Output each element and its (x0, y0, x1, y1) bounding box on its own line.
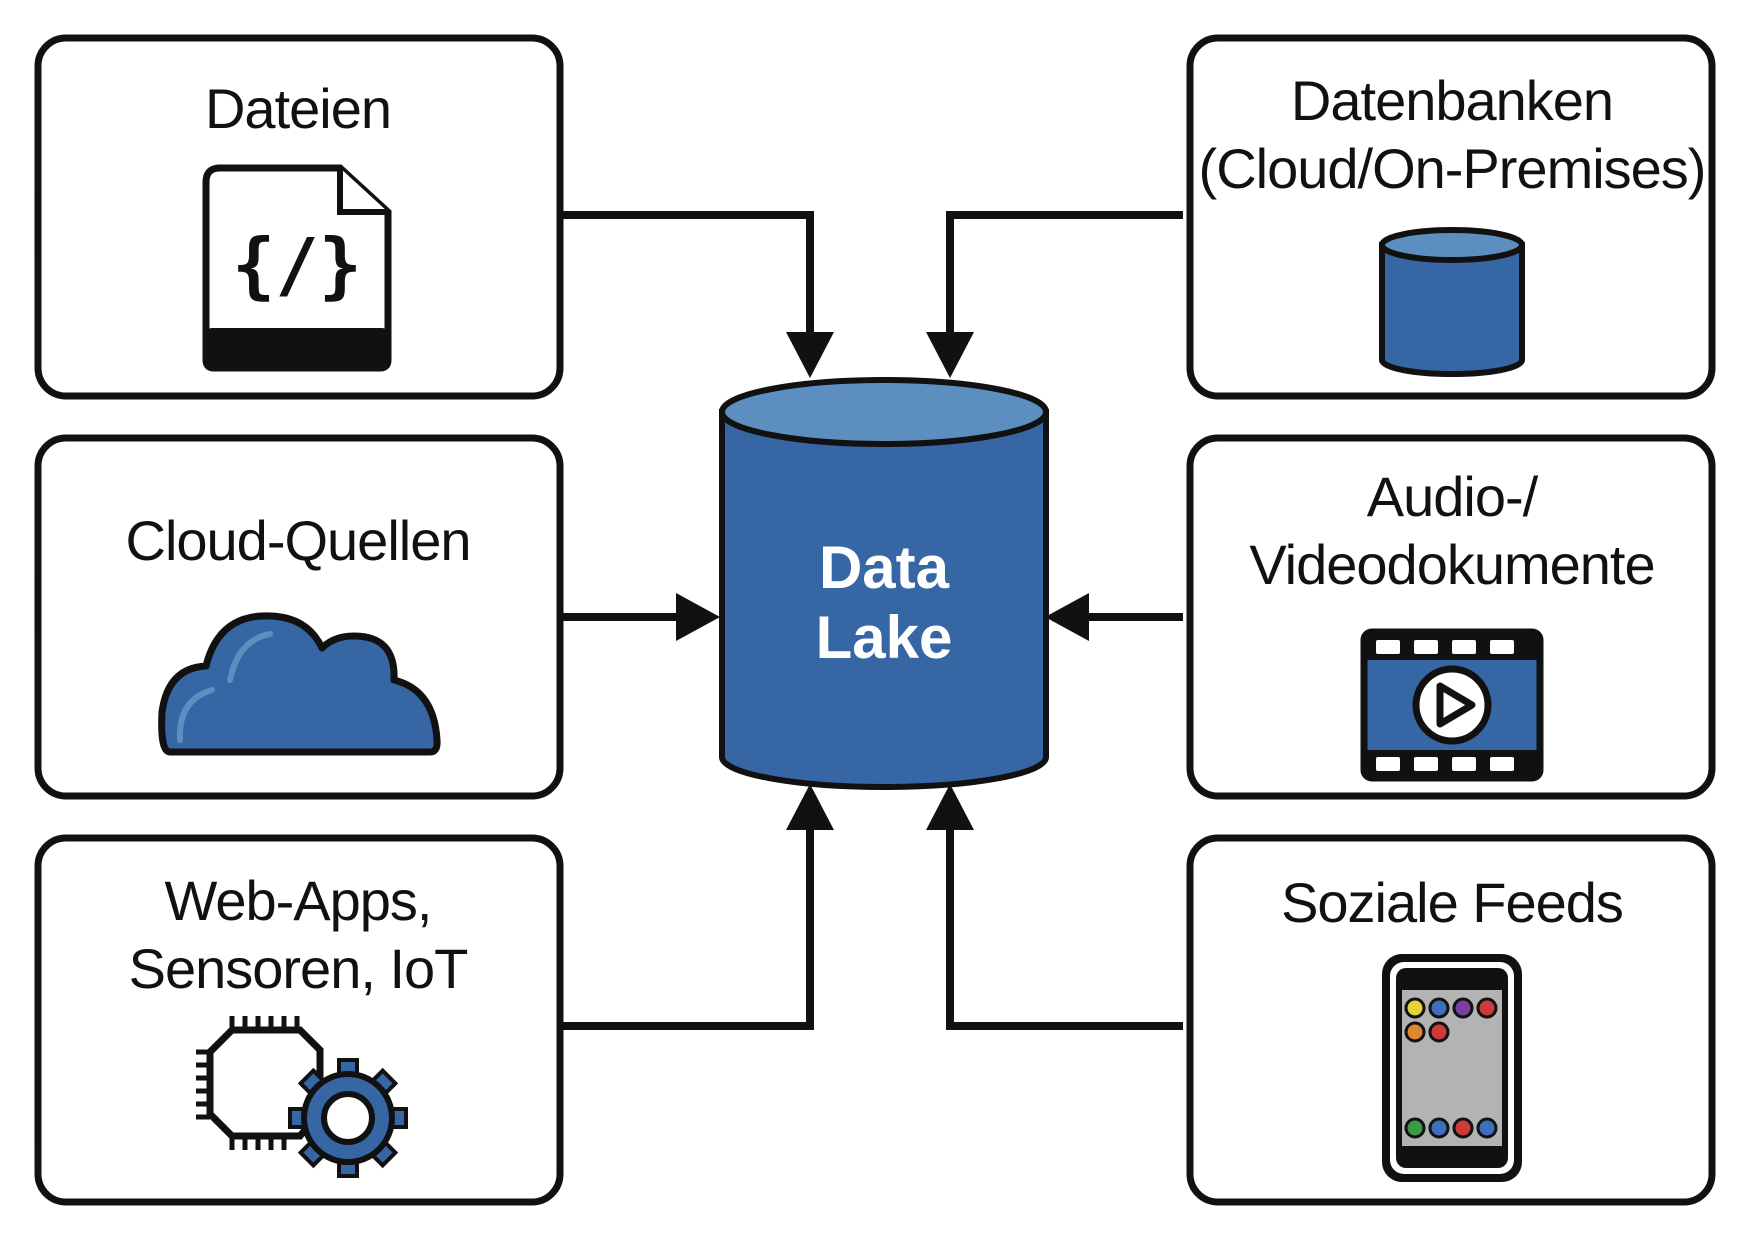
source-box-soziale-feeds: Soziale Feeds (1186, 834, 1716, 1206)
data-lake-label-line1: Data (819, 534, 950, 601)
chip-gear-icon (196, 1016, 408, 1178)
box-label-cloud-quellen: Cloud-Quellen (126, 509, 471, 572)
box-label-datenbanken-line2: (Cloud/On-Premises) (1199, 137, 1706, 200)
source-box-dateien: Dateien {/} (34, 34, 564, 400)
arrowhead-down-right (926, 332, 974, 378)
arrowhead-down-left (786, 332, 834, 378)
box-label-audio-line1: Audio-/ (1367, 465, 1539, 528)
data-lake-label-line2: Lake (816, 604, 953, 671)
data-lake-cylinder: Data Lake (719, 377, 1049, 790)
arrowhead-up-right (926, 784, 974, 830)
svg-text:{/}: {/} (232, 223, 362, 307)
box-label-soziale-feeds: Soziale Feeds (1281, 871, 1623, 934)
video-film-icon (1360, 628, 1544, 782)
database-icon (1379, 227, 1525, 377)
arrowhead-up-left (786, 784, 834, 830)
box-label-dateien: Dateien (205, 77, 391, 140)
arrow-soziale-feeds (946, 825, 1183, 1030)
arrow-datenbanken (946, 211, 1183, 335)
arrow-web-apps (560, 825, 814, 1030)
box-label-datenbanken-line1: Datenbanken (1291, 69, 1613, 132)
arrowhead-right (676, 593, 720, 641)
smartphone-icon (1382, 954, 1522, 1182)
connectors (560, 211, 1183, 1030)
source-box-datenbanken: Datenbanken (Cloud/On-Premises) (1186, 34, 1716, 400)
box-label-web-apps-line2: Sensoren, IoT (129, 937, 468, 1000)
source-box-audio-video: Audio-/ Videodokumente (1186, 434, 1716, 800)
source-box-web-apps: Web-Apps, Sensoren, IoT (34, 834, 564, 1206)
cloud-icon (158, 612, 441, 756)
arrowhead-left (1045, 593, 1089, 641)
box-label-web-apps-line1: Web-Apps, (165, 869, 432, 932)
code-file-icon: {/} (202, 164, 392, 372)
arrow-dateien (560, 211, 814, 335)
box-label-audio-line2: Videodokumente (1249, 533, 1654, 596)
arrowheads (676, 332, 1089, 830)
source-box-cloud-quellen: Cloud-Quellen (34, 434, 564, 800)
